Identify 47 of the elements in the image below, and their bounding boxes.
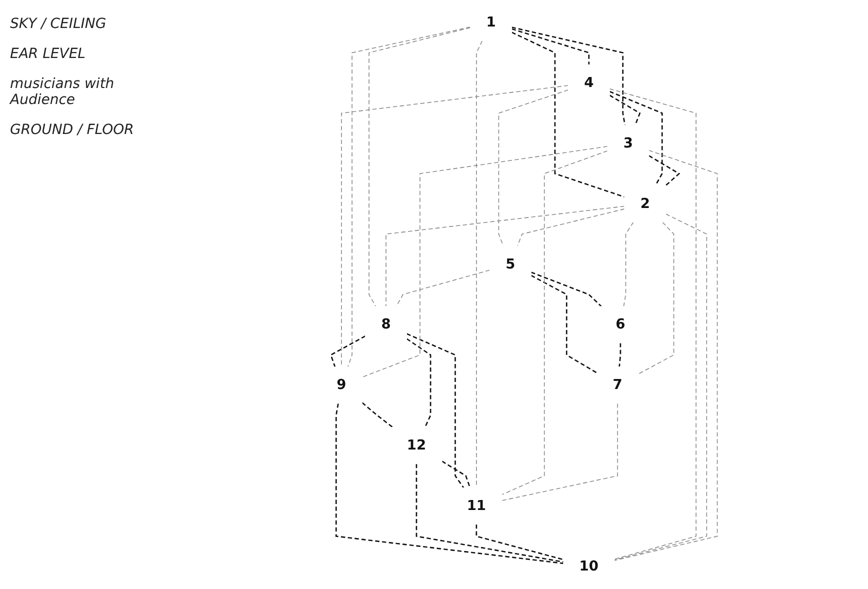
connector <box>530 272 602 307</box>
node-text: 11 <box>466 498 486 514</box>
node-text: 7 <box>612 376 622 393</box>
connector <box>609 94 641 126</box>
connector <box>386 206 625 307</box>
connector <box>502 403 618 501</box>
connector <box>442 460 471 488</box>
connector <box>609 90 663 186</box>
level-label: SKY / CEILING <box>10 16 108 32</box>
level-label: EAR LEVEL <box>10 46 86 62</box>
node-text: 12 <box>406 437 426 454</box>
connector <box>347 26 471 368</box>
connector <box>648 155 680 186</box>
connector <box>614 150 718 561</box>
node-text: 1 <box>486 14 496 30</box>
connector <box>362 146 608 378</box>
connector <box>335 403 564 564</box>
connector <box>517 208 625 246</box>
connector <box>476 524 564 560</box>
connector <box>368 27 471 307</box>
level-label: musicians with Audience <box>10 76 116 108</box>
connector <box>530 274 598 374</box>
node-text: 3 <box>623 135 633 152</box>
connector <box>362 402 394 428</box>
connector <box>618 343 622 367</box>
connector <box>512 28 590 65</box>
connector <box>406 338 432 428</box>
connector <box>512 26 626 126</box>
connector <box>623 222 634 307</box>
connector <box>498 90 569 246</box>
connector <box>502 150 608 496</box>
node-text: 8 <box>381 316 391 332</box>
connector <box>614 214 708 560</box>
node-text: 6 <box>616 316 626 332</box>
connector <box>609 88 696 560</box>
connector <box>330 335 366 368</box>
connector <box>341 85 569 368</box>
connector <box>396 270 490 307</box>
level-label: GROUND / FLOOR <box>10 122 135 138</box>
node-text: 2 <box>640 196 650 212</box>
connector <box>416 464 564 563</box>
connector <box>638 222 674 374</box>
node-text: 9 <box>336 376 346 393</box>
node-text: 10 <box>579 558 598 574</box>
connector <box>406 333 464 488</box>
node-text: 4 <box>584 74 594 91</box>
node-text: 5 <box>506 256 516 272</box>
